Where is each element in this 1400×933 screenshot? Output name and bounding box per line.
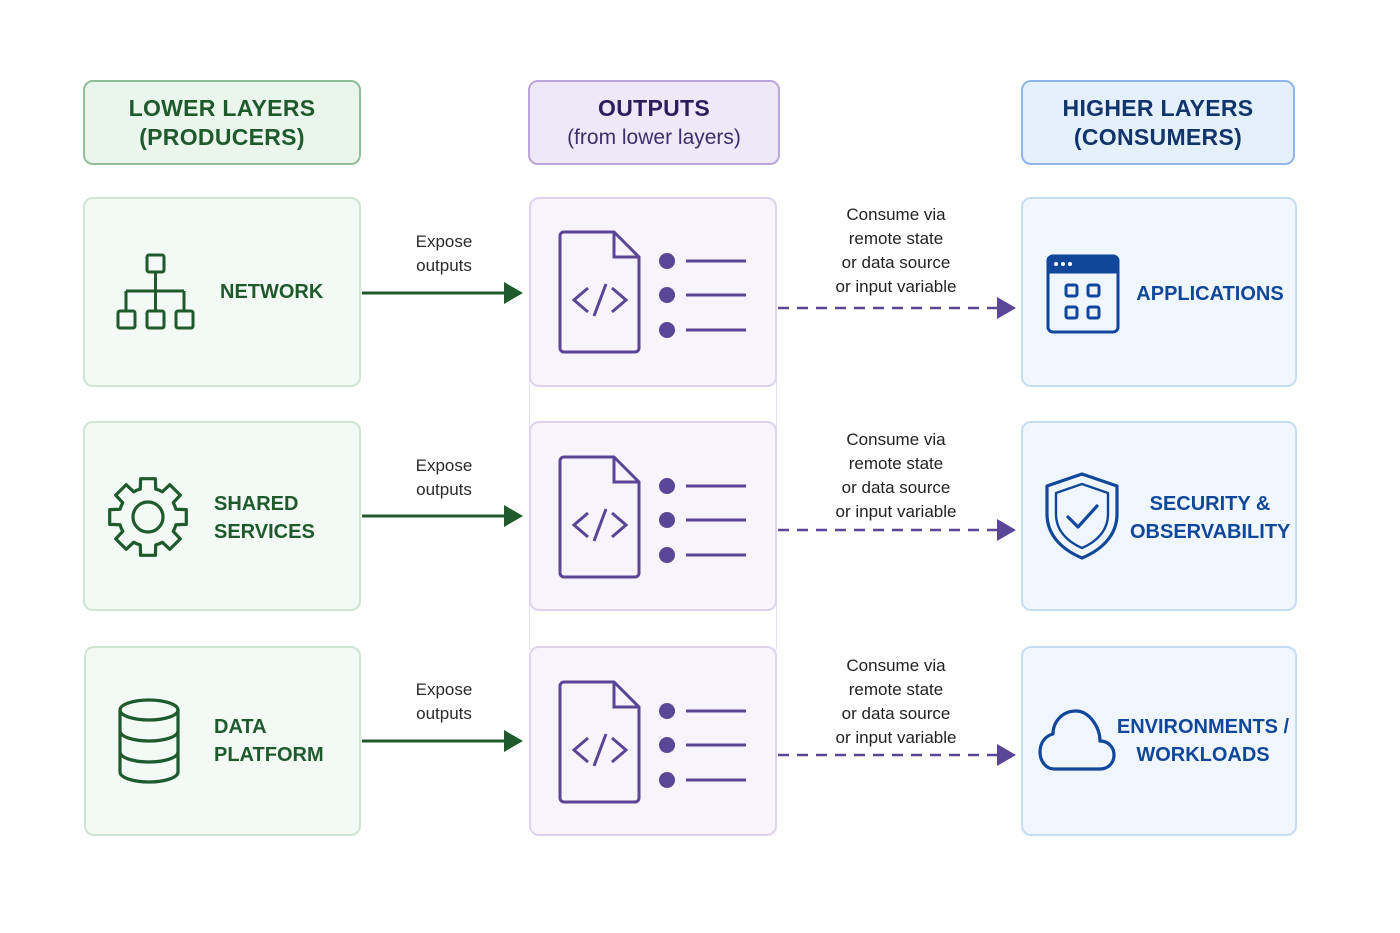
producer-card-shared-services [83, 421, 361, 611]
higher-layers-subtitle: (CONSUMERS) [1073, 123, 1243, 150]
consume-line: remote state [848, 680, 944, 699]
outputs-subtitle: (from lower layers) [567, 125, 741, 149]
expose-line: outputs [416, 256, 472, 275]
consume-arrow-row2 [778, 518, 1018, 542]
lower-layers-subtitle: (PRODUCERS) [139, 123, 305, 150]
output-list-icon [656, 250, 748, 338]
output-list-icon [656, 475, 748, 563]
consume-label-row2: Consume via remote state or data source … [796, 428, 996, 524]
consume-line: or input variable [835, 502, 957, 521]
expose-label-row3: Expose outputs [384, 678, 504, 726]
producer-label-line: SHARED [214, 493, 299, 515]
expose-label-row2: Expose outputs [384, 454, 504, 502]
consume-line: remote state [848, 229, 944, 248]
consume-line: Consume via [846, 205, 946, 224]
code-file-icon [558, 455, 642, 579]
consumer-card-environments [1021, 646, 1297, 836]
consumer-label-applications: APPLICATIONS [1130, 280, 1290, 308]
expose-line: Expose [415, 232, 473, 251]
output-list-icon [656, 700, 748, 788]
database-icon [117, 698, 181, 784]
lower-layers-header: LOWER LAYERS (PRODUCERS) [83, 80, 361, 165]
consume-line: or data source [841, 253, 951, 272]
expose-line: outputs [416, 480, 472, 499]
outputs-header: OUTPUTS (from lower layers) [528, 80, 780, 165]
output-card-data-platform [529, 646, 777, 836]
producer-label-line: DATA [214, 716, 267, 738]
expose-line: outputs [416, 704, 472, 723]
producer-label-line: SERVICES [214, 521, 315, 543]
shield-check-icon [1045, 472, 1119, 560]
expose-line: Expose [415, 456, 473, 475]
consumer-label-line: SECURITY & [1149, 493, 1271, 515]
consume-line: or data source [841, 478, 951, 497]
consume-line: remote state [848, 454, 944, 473]
consume-line: Consume via [846, 430, 946, 449]
consume-arrow-row3 [778, 743, 1018, 767]
output-card-network [529, 197, 777, 387]
consume-line: Consume via [846, 656, 946, 675]
app-grid-icon [1046, 254, 1120, 334]
producer-label-line: NETWORK [220, 281, 324, 303]
consumer-label-security: SECURITY & OBSERVABILITY [1130, 490, 1290, 546]
expose-arrow-row3 [362, 729, 524, 753]
consumer-label-line: OBSERVABILITY [1130, 521, 1291, 543]
consume-line: or data source [841, 704, 951, 723]
expose-line: Expose [415, 680, 473, 699]
network-icon [114, 253, 198, 333]
producer-label-data-platform: DATA PLATFORM [214, 713, 324, 769]
output-card-shared-services [529, 421, 777, 611]
lower-layers-title: LOWER LAYERS [128, 94, 316, 121]
expose-label-row1: Expose outputs [384, 230, 504, 278]
consumer-label-environments: ENVIRONMENTS / WORKLOADS [1116, 713, 1290, 769]
consumer-label-line: WORKLOADS [1136, 744, 1270, 766]
consume-label-row1: Consume via remote state or data source … [796, 203, 996, 299]
producer-label-network: NETWORK [220, 278, 323, 306]
consume-line: or input variable [835, 277, 957, 296]
expose-arrow-row2 [362, 504, 524, 528]
consumer-label-line: APPLICATIONS [1136, 283, 1284, 305]
consume-line: or input variable [835, 728, 957, 747]
consumer-label-line: ENVIRONMENTS / [1116, 716, 1290, 738]
outputs-title: OUTPUTS [598, 94, 710, 121]
expose-arrow-row1 [362, 281, 524, 305]
gear-icon [106, 475, 190, 559]
producer-label-shared-services: SHARED SERVICES [214, 490, 315, 546]
code-file-icon [558, 680, 642, 804]
higher-layers-title: HIGHER LAYERS [1062, 94, 1254, 121]
code-file-icon [558, 230, 642, 354]
consume-label-row3: Consume via remote state or data source … [796, 654, 996, 750]
higher-layers-header: HIGHER LAYERS (CONSUMERS) [1021, 80, 1295, 165]
cloud-icon [1038, 708, 1116, 772]
producer-label-line: PLATFORM [214, 744, 324, 766]
consume-arrow-row1 [778, 296, 1018, 320]
producer-card-data-platform [84, 646, 361, 836]
